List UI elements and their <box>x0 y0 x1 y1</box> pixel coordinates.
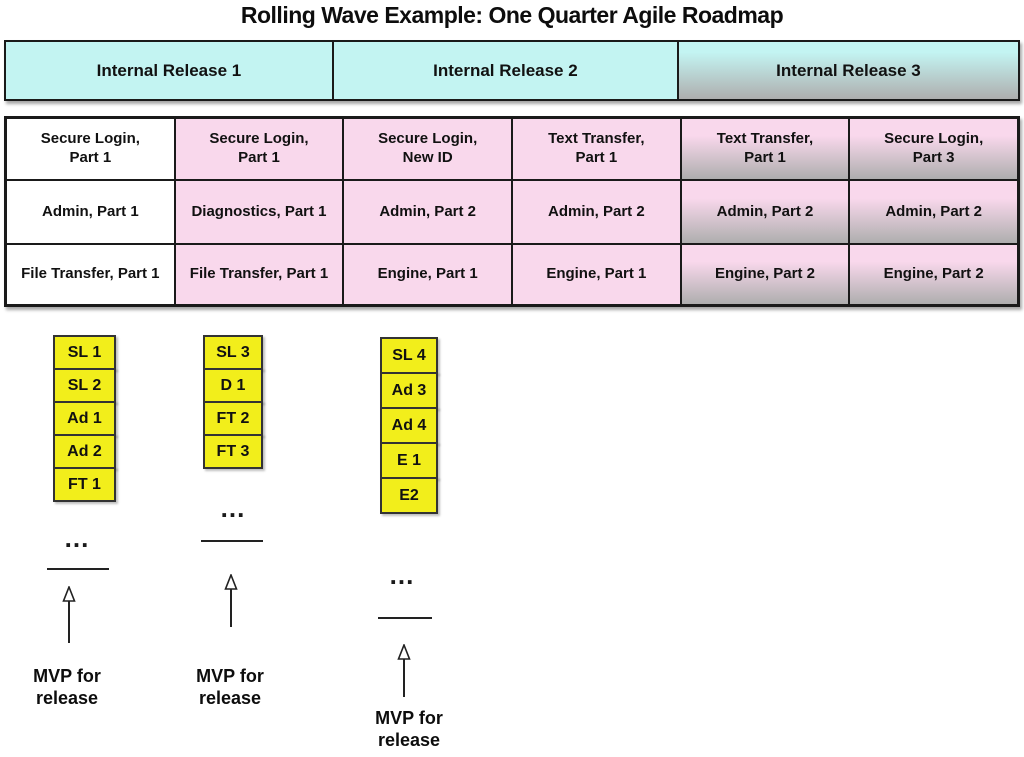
backlog-stack-2: SL 3 D 1 FT 2 FT 3 <box>203 335 263 469</box>
backlog-item: SL 3 <box>203 335 263 370</box>
grid-cell-r1-c2: Admin, Part 2 <box>343 180 512 244</box>
backlog-item: SL 1 <box>53 335 116 370</box>
mvp-cutoff-line-3 <box>378 617 432 619</box>
grid-cell-r2-c2: Engine, Part 1 <box>343 244 512 305</box>
grid-cell-r1-c4: Admin, Part 2 <box>680 180 850 244</box>
backlog-item: FT 1 <box>53 467 116 502</box>
up-arrow-icon <box>397 644 411 697</box>
grid-cell-r0-c0: Secure Login, Part 1 <box>6 118 175 180</box>
grid-cell-r1-c3: Admin, Part 2 <box>512 180 681 244</box>
ellipsis-stack-1: ... <box>64 523 90 553</box>
backlog-item: FT 3 <box>203 434 263 469</box>
up-arrow-icon <box>224 574 238 627</box>
grid-cell-r0-c3: Text Transfer, Part 1 <box>512 118 681 180</box>
roadmap-grid: Secure Login, Part 1 Secure Login, Part … <box>4 116 1020 307</box>
grid-cell-r0-c5: Secure Login, Part 3 <box>849 118 1018 180</box>
backlog-item: E 1 <box>380 442 438 479</box>
backlog-item: Ad 3 <box>380 372 438 409</box>
release-2-header: Internal Release 2 <box>331 42 677 99</box>
backlog-item: Ad 1 <box>53 401 116 436</box>
grid-cell-r2-c4: Engine, Part 2 <box>680 244 850 305</box>
backlog-stack-1: SL 1 SL 2 Ad 1 Ad 2 FT 1 <box>53 335 116 502</box>
mvp-cutoff-line-1 <box>47 568 109 570</box>
release-header-row: Internal Release 1 Internal Release 2 In… <box>4 40 1020 101</box>
page-title: Rolling Wave Example: One Quarter Agile … <box>240 2 784 28</box>
grid-cell-r1-c1: Diagnostics, Part 1 <box>174 180 344 244</box>
backlog-item: D 1 <box>203 368 263 403</box>
backlog-stack-3: SL 4 Ad 3 Ad 4 E 1 E2 <box>380 337 438 514</box>
backlog-item: SL 4 <box>380 337 438 374</box>
release-1-header: Internal Release 1 <box>6 42 332 99</box>
ellipsis-stack-3: ... <box>389 560 415 590</box>
mvp-label-3: MVP for release <box>375 708 443 750</box>
backlog-item: Ad 2 <box>53 434 116 469</box>
grid-cell-r2-c5: Engine, Part 2 <box>849 244 1018 305</box>
grid-cell-r0-c2: Secure Login, New ID <box>343 118 512 180</box>
mvp-label-1: MVP for release <box>33 666 101 708</box>
grid-cell-r0-c4: Text Transfer, Part 1 <box>680 118 850 180</box>
grid-cell-r1-c5: Admin, Part 2 <box>849 180 1018 244</box>
grid-cell-r2-c1: File Transfer, Part 1 <box>174 244 344 305</box>
grid-cell-r2-c0: File Transfer, Part 1 <box>6 244 175 305</box>
backlog-item: FT 2 <box>203 401 263 436</box>
backlog-item: SL 2 <box>53 368 116 403</box>
backlog-item: Ad 4 <box>380 407 438 444</box>
mvp-cutoff-line-2 <box>201 540 263 542</box>
grid-cell-r0-c1: Secure Login, Part 1 <box>174 118 344 180</box>
up-arrow-icon <box>62 586 76 643</box>
grid-cell-r2-c3: Engine, Part 1 <box>512 244 681 305</box>
backlog-item: E2 <box>380 477 438 514</box>
release-3-header: Internal Release 3 <box>676 42 1018 99</box>
ellipsis-stack-2: ... <box>220 493 246 523</box>
grid-cell-r1-c0: Admin, Part 1 <box>6 180 175 244</box>
mvp-label-2: MVP for release <box>196 666 264 708</box>
